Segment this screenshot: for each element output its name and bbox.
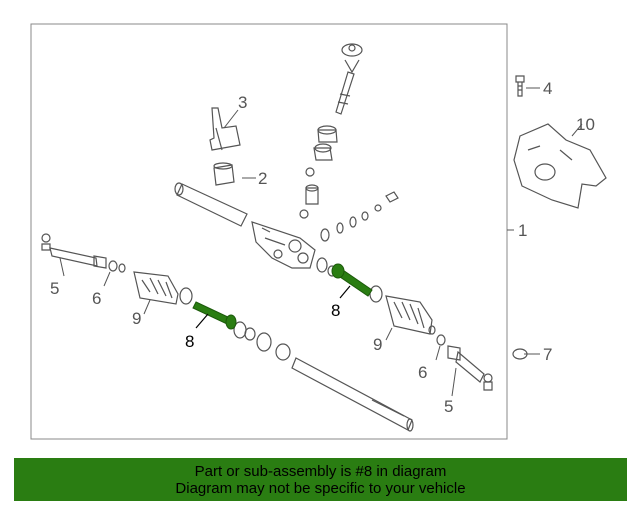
callout-9-right: 9 <box>373 335 382 354</box>
seal-set <box>316 191 399 277</box>
rack-housing-tube <box>174 182 248 227</box>
callout-7: 7 <box>543 345 552 364</box>
callout-9-left: 9 <box>132 309 141 328</box>
boot-left <box>133 271 193 305</box>
steering-gear-body <box>251 221 316 269</box>
bushing <box>213 162 235 186</box>
banner-line-2: Diagram may not be specific to your vehi… <box>175 479 466 497</box>
callout-6-right: 6 <box>418 363 427 382</box>
assembly-frame <box>30 23 508 440</box>
inner-tie-rod-right-joint <box>331 263 345 279</box>
heat-shield <box>513 123 607 209</box>
inner-tie-rod-left-joint <box>225 314 237 330</box>
callout-1: 1 <box>518 221 527 240</box>
inner-tie-rod-highlight <box>192 263 373 330</box>
banner-line-1: Part or sub-assembly is #8 in diagram <box>194 462 447 480</box>
steering-rack <box>233 321 414 432</box>
inner-tie-rod-left <box>192 301 231 325</box>
locknut-right <box>428 325 446 346</box>
info-banner: Part or sub-assembly is #8 in diagram Di… <box>14 458 627 501</box>
callout-3: 3 <box>238 93 247 112</box>
mounting-bracket <box>209 107 241 151</box>
callout-5-right: 5 <box>444 397 453 416</box>
tie-rod-end-left <box>41 233 107 269</box>
callout-10: 10 <box>576 115 595 134</box>
tie-rod-end-right <box>447 345 493 391</box>
locknut-left <box>108 260 126 273</box>
callout-8-left: 8 <box>185 332 194 351</box>
boot-right <box>369 285 433 335</box>
callout-8-right: 8 <box>331 301 340 320</box>
highlight-leaders <box>195 285 351 329</box>
callout-6-left: 6 <box>92 289 101 308</box>
callout-2: 2 <box>258 169 267 188</box>
callout-4: 4 <box>543 79 552 98</box>
bolt <box>515 75 525 97</box>
pinion-shaft-stack <box>299 43 363 219</box>
callout-5-left: 5 <box>50 279 59 298</box>
leader-lines <box>59 87 583 397</box>
